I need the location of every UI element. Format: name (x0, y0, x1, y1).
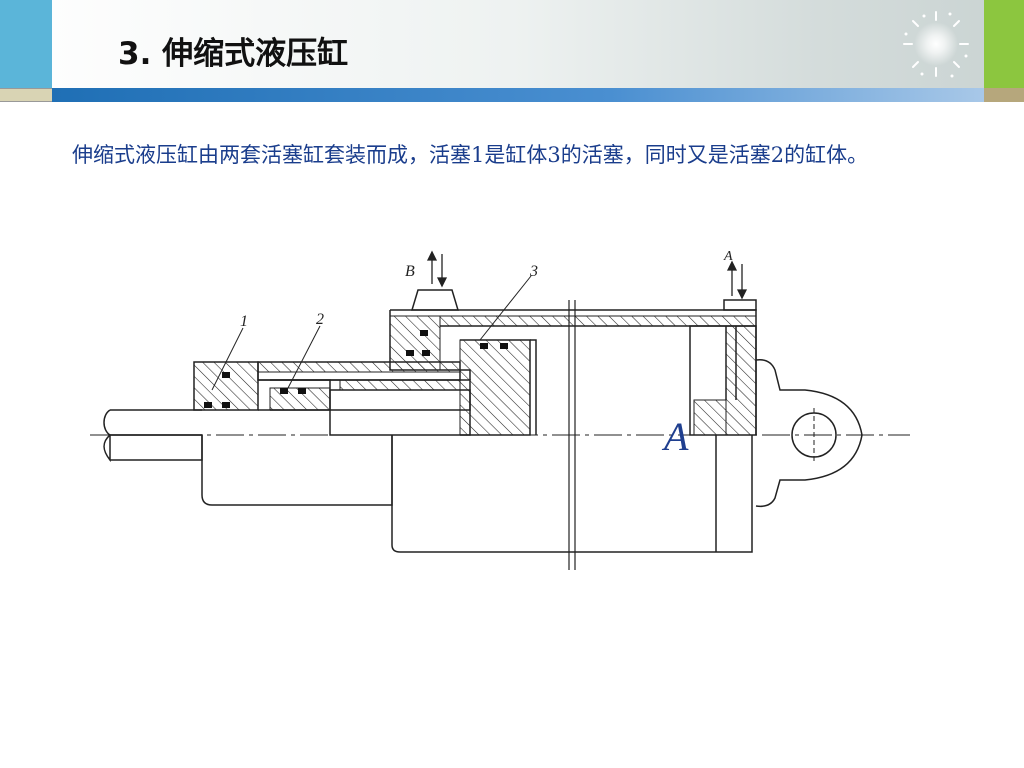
slide-title: 3. 伸缩式液压缸 (118, 36, 349, 72)
header-bar-right (984, 88, 1024, 102)
label-piece-3: 3 (529, 263, 538, 280)
header-bar-left (0, 88, 52, 102)
label-piece-1: 1 (240, 313, 248, 330)
label-piece-2: 2 (316, 311, 324, 328)
header-bar (52, 88, 984, 102)
sparkle-icon (903, 11, 969, 78)
header-right-accent (984, 0, 1024, 88)
header-left-accent (0, 0, 52, 88)
telescopic-cylinder-diagram: 1 2 3 B A A (90, 249, 910, 570)
label-port-a: A (723, 249, 733, 264)
slide-description: 伸缩式液压缸由两套活塞缸套装而成，活塞1是缸体3的活塞，同时又是活塞2的缸体。 (72, 143, 869, 167)
label-port-b: B (405, 263, 415, 280)
slide-header: 3. 伸缩式液压缸 (0, 0, 1024, 88)
label-a-large: A (661, 414, 689, 459)
